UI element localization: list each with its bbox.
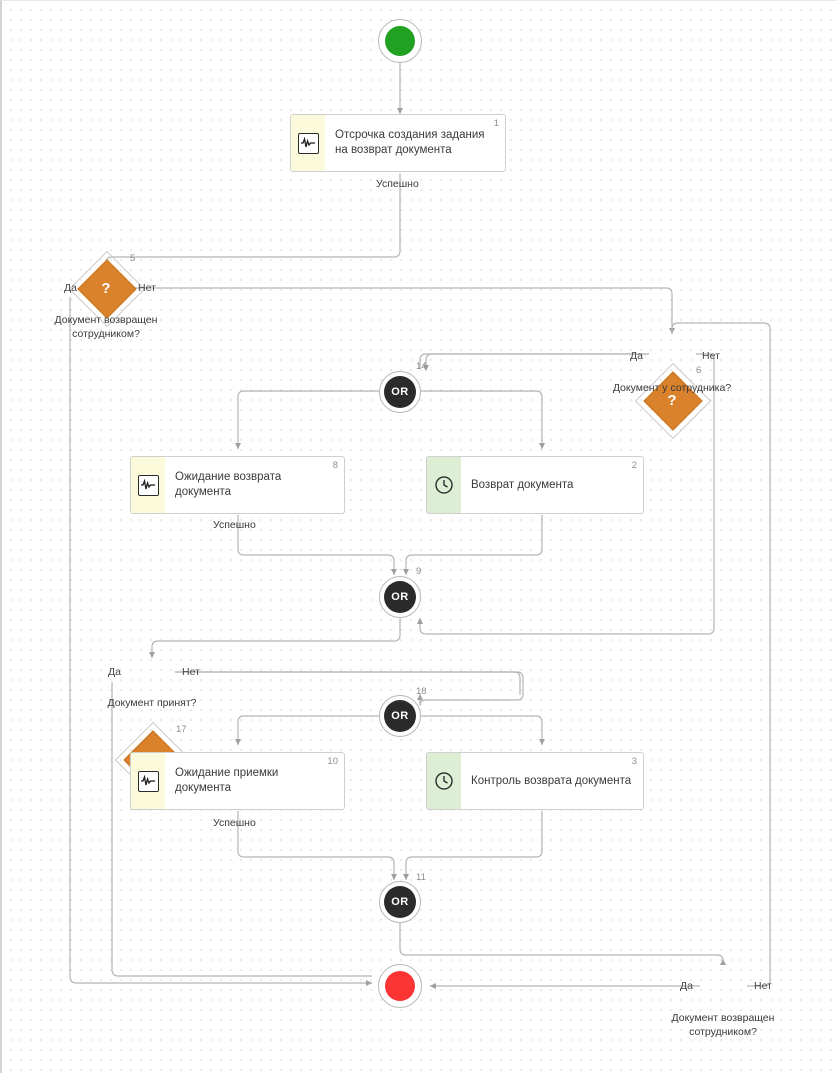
activity-number: 1 (493, 118, 499, 129)
pulse-icon (137, 770, 159, 792)
junction-number-11: 11 (416, 872, 426, 883)
edge-label-uspeshno-1: Успешно (376, 178, 419, 190)
activity-node-3[interactable]: 3 Контроль возврата документа (426, 752, 644, 810)
edge-label-da-5: Да (64, 282, 77, 294)
activity-label: Контроль возврата документа (471, 774, 632, 787)
question-icon: ? (667, 391, 677, 409)
edge-label-da-17: Да (108, 666, 121, 678)
decision-node-6[interactable]: ? 6 (634, 362, 712, 440)
edge-label-uspeshno-8: Успешно (213, 519, 256, 531)
decision-label-5: Документ возвращен сотрудником? (54, 314, 158, 340)
activity-icon-stripe (131, 753, 165, 809)
edge-label-net-12: Нет (754, 980, 772, 992)
junction-node-9[interactable]: OR (379, 576, 421, 618)
edge-label-da-12: Да (680, 980, 693, 992)
activity-number: 8 (332, 460, 338, 471)
or-glyph: OR (384, 581, 416, 613)
decision-label-6: Документ у сотрудника? (612, 382, 732, 394)
decision-node-5[interactable]: ? 5 (68, 250, 146, 328)
activity-body: 2 Возврат документа (461, 457, 643, 513)
start-event-dot (385, 26, 415, 56)
activity-icon-stripe (291, 115, 325, 171)
activity-body: 1 Отсрочка создания задания на возврат д… (325, 115, 505, 171)
edge-label-net-6: Нет (702, 350, 720, 362)
decision-number: 6 (696, 365, 702, 376)
activity-number: 2 (631, 460, 637, 471)
activity-label: Отсрочка создания задания на возврат док… (335, 129, 485, 156)
activity-icon-stripe (131, 457, 165, 513)
clock-icon (433, 474, 455, 496)
activity-node-1[interactable]: 1 Отсрочка создания задания на возврат д… (290, 114, 506, 172)
end-event[interactable] (378, 964, 422, 1008)
decision-number: 17 (176, 724, 187, 735)
activity-body: 10 Ожидание приемки документа (165, 753, 344, 809)
junction-node-18[interactable]: OR (379, 695, 421, 737)
end-event-dot (385, 971, 415, 1001)
activity-icon-stripe (427, 753, 461, 809)
clock-icon (433, 770, 455, 792)
junction-node-14[interactable]: OR (379, 371, 421, 413)
or-glyph: OR (384, 886, 416, 918)
decision-label-17: Документ принят? (107, 697, 197, 709)
activity-number: 10 (327, 756, 338, 767)
decision-number: 5 (130, 253, 136, 264)
or-glyph: OR (384, 700, 416, 732)
junction-number-9: 9 (416, 566, 422, 577)
activity-node-10[interactable]: 10 Ожидание приемки документа (130, 752, 345, 810)
edge-label-net-5: Нет (138, 282, 156, 294)
activity-number: 3 (631, 756, 637, 767)
activity-label: Возврат документа (471, 478, 574, 491)
pulse-icon (297, 132, 319, 154)
activity-label: Ожидание возврата документа (175, 471, 282, 498)
activity-node-8[interactable]: 8 Ожидание возврата документа (130, 456, 345, 514)
or-glyph: OR (384, 376, 416, 408)
edge-label-da-6: Да (630, 350, 643, 362)
junction-number-14: 14 (416, 361, 427, 372)
activity-node-2[interactable]: 2 Возврат документа (426, 456, 644, 514)
edge-label-uspeshno-10: Успешно (213, 817, 256, 829)
activity-label: Ожидание приемки документа (175, 767, 279, 794)
edge-label-net-17: Нет (182, 666, 200, 678)
question-icon: ? (101, 279, 111, 297)
activity-icon-stripe (427, 457, 461, 513)
start-event[interactable] (378, 19, 422, 63)
activity-body: 8 Ожидание возврата документа (165, 457, 344, 513)
junction-number-18: 18 (416, 686, 427, 697)
pulse-icon (137, 474, 159, 496)
activity-body: 3 Контроль возврата документа (461, 753, 643, 809)
decision-label-12: Документ возвращен сотрудником? (671, 1012, 775, 1038)
junction-node-11[interactable]: OR (379, 881, 421, 923)
